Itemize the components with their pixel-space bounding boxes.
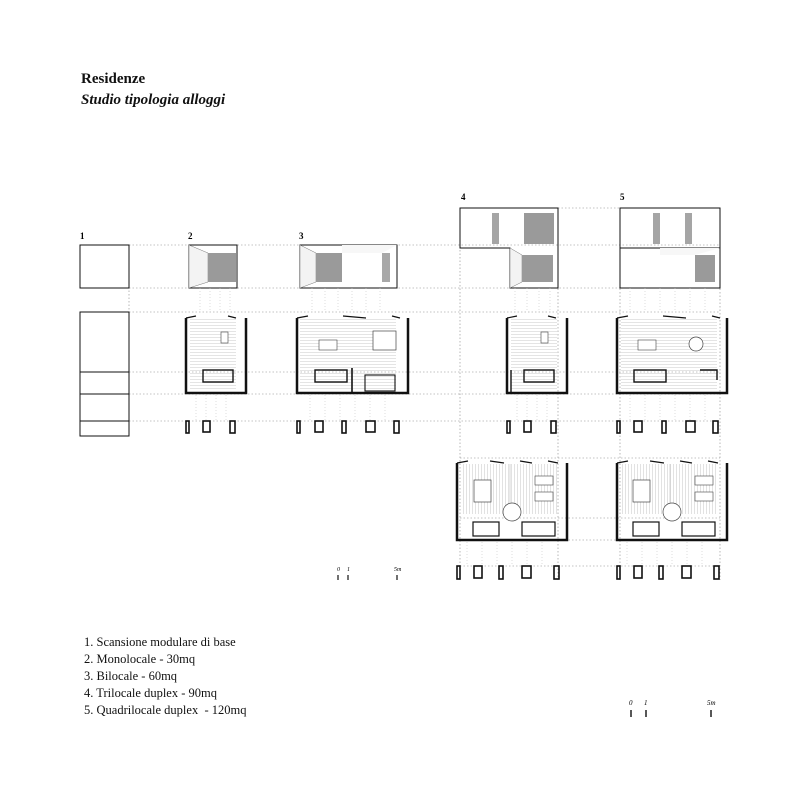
legend-item: 4. Trilocale duplex - 90mq bbox=[84, 686, 217, 700]
type-number-4: 4 bbox=[461, 192, 466, 202]
type-number-5: 5 bbox=[620, 192, 625, 202]
scale-bar-large: 0 1 5m bbox=[629, 699, 716, 717]
legend-item: 5. Quadrilocale duplex - 120mq bbox=[84, 703, 247, 717]
page-title: Residenze bbox=[81, 71, 146, 87]
scale-label-5m: 5m bbox=[394, 567, 402, 573]
scale-label-5m: 5m bbox=[707, 699, 716, 707]
type-number-1: 1 bbox=[80, 231, 85, 241]
type-4-trilocale-duplex bbox=[455, 207, 569, 580]
legend-item: 3. Bilocale - 60mq bbox=[84, 669, 178, 683]
scale-bar-small: 0 1 5m bbox=[337, 567, 402, 580]
type-number-3: 3 bbox=[299, 231, 304, 241]
legend-item: 2. Monolocale - 30mq bbox=[84, 652, 196, 666]
scale-label-1: 1 bbox=[347, 567, 350, 573]
legend-item: 1. Scansione modulare di base bbox=[84, 635, 236, 649]
scale-label-0: 0 bbox=[629, 699, 633, 707]
scale-label-0: 0 bbox=[337, 567, 340, 573]
scale-label-1: 1 bbox=[644, 699, 648, 707]
type-1-base-module bbox=[79, 244, 130, 437]
legend-list: 1. Scansione modulare di base 2. Monoloc… bbox=[84, 634, 246, 719]
type-number-2: 2 bbox=[188, 231, 193, 241]
type-5-quadrilocale-duplex bbox=[615, 207, 729, 580]
type-3-bilocale bbox=[295, 244, 410, 434]
type-2-monolocale bbox=[184, 244, 248, 434]
page-subtitle: Studio tipologia alloggi bbox=[81, 92, 226, 108]
